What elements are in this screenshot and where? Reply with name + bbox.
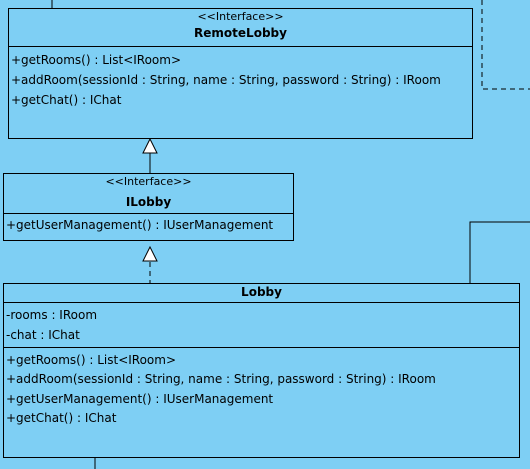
compartment-divider: [4, 302, 519, 303]
class-ilobby[interactable]: <<Interface>> ILobby +getUserManagement(…: [3, 173, 294, 241]
compartment-divider: [4, 347, 519, 348]
class-name: ILobby: [125, 195, 172, 209]
operation: +getChat() : IChat: [11, 93, 122, 107]
compartment-divider: [9, 46, 472, 47]
attribute: -rooms : IRoom: [6, 308, 98, 322]
class-name: Lobby: [241, 285, 282, 299]
dashed-connector-top-right: [481, 0, 530, 90]
stereotype-label: <<Interface>>: [197, 10, 284, 23]
operation: +getUserManagement() : IUserManagement: [6, 392, 274, 406]
lobby-right-connector: [469, 221, 530, 283]
class-lobby[interactable]: Lobby -rooms : IRoom -chat : IChat +getR…: [3, 283, 520, 458]
class-header: <<Interface>> ILobby: [4, 175, 293, 210]
operation: +addRoom(sessionId : String, name : Stri…: [11, 73, 441, 87]
operation: +getRooms() : List<IRoom>: [6, 353, 177, 367]
class-name: RemoteLobby: [194, 26, 287, 40]
operation: +getChat() : IChat: [6, 411, 117, 425]
operation: +getUserManagement() : IUserManagement: [6, 218, 274, 232]
realization-arrowhead: [142, 245, 158, 262]
class-header: Lobby: [4, 284, 519, 300]
generalization-arrowhead: [142, 137, 158, 154]
operation: +getRooms() : List<IRoom>: [11, 53, 182, 67]
class-remotelobby[interactable]: <<Interface>> RemoteLobby +getRooms() : …: [8, 8, 473, 139]
class-header: <<Interface>> RemoteLobby: [9, 10, 472, 41]
stereotype-label: <<Interface>>: [105, 175, 192, 188]
operation: +addRoom(sessionId : String, name : Stri…: [6, 372, 436, 386]
compartment-divider: [4, 213, 293, 214]
attribute: -chat : IChat: [6, 328, 80, 342]
